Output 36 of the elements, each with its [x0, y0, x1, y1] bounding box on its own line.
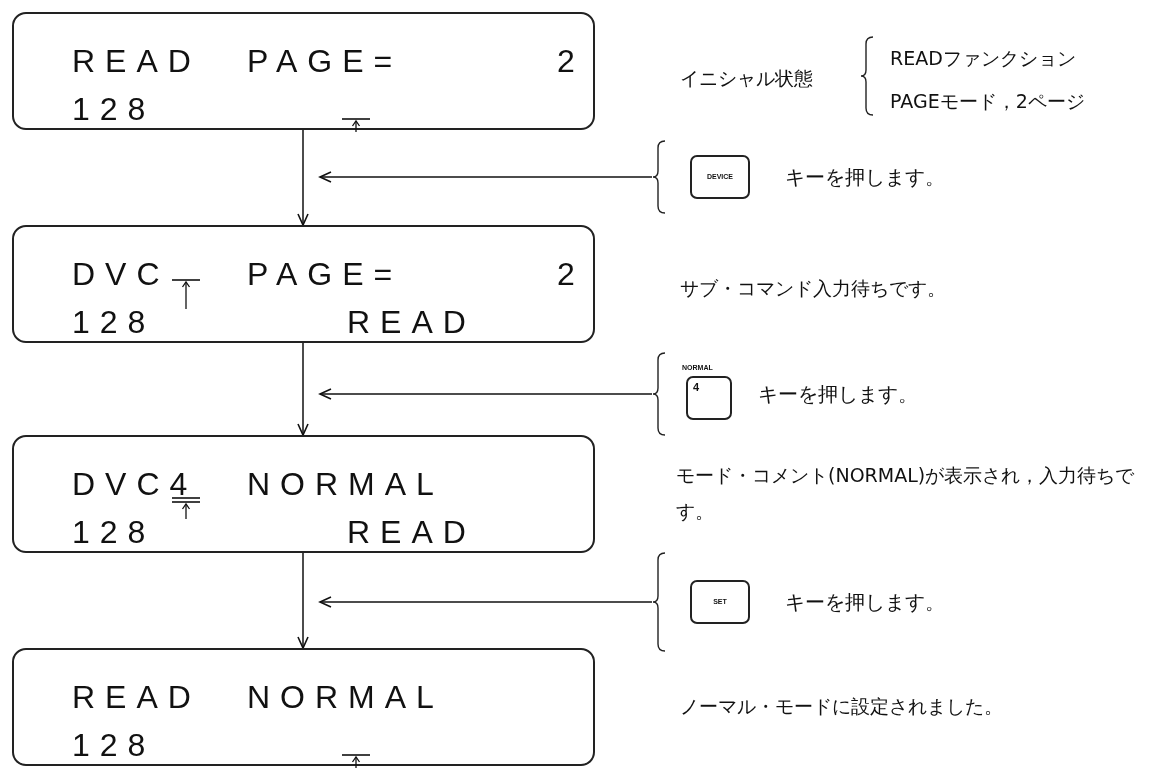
- display-text: READ: [347, 306, 476, 338]
- arrow: [297, 552, 309, 649]
- lcd-display: [12, 12, 595, 130]
- display-text: READ: [72, 45, 201, 77]
- display-text: NORMAL: [247, 468, 444, 500]
- display-text: DVC4: [72, 468, 198, 500]
- display-text: NORMAL: [247, 681, 444, 713]
- arrow: [319, 596, 653, 608]
- display-text: 2: [557, 258, 585, 290]
- arrow: [319, 171, 653, 183]
- note-text: ノーマル・モードに設定されました。: [680, 694, 1003, 719]
- lcd-display: [12, 225, 595, 343]
- display-text: 128: [72, 729, 156, 761]
- keyboard-key: 4: [686, 376, 732, 420]
- lcd-display: [12, 648, 595, 766]
- instruction-text: キーを押します。: [785, 590, 945, 614]
- display-text: DVC: [72, 258, 170, 290]
- display-text: 2: [557, 45, 585, 77]
- lcd-display: [12, 435, 595, 553]
- instruction-text: キーを押します。: [785, 165, 945, 189]
- display-text: READ: [72, 681, 201, 713]
- display-text: 128: [72, 306, 156, 338]
- arrow: [319, 388, 653, 400]
- note-text: READファンクション: [890, 46, 1076, 71]
- note-text: モード・コメント(NORMAL)が表示され，入力待ちです。: [676, 463, 1136, 525]
- display-text: 128: [72, 93, 156, 125]
- display-text: PAGE=: [247, 45, 403, 77]
- arrow: [297, 342, 309, 436]
- note-text: サブ・コマンド入力待ちです。: [680, 276, 946, 301]
- instruction-text: キーを押します。: [758, 382, 918, 406]
- display-text: 128: [72, 516, 156, 548]
- note-text: PAGEモード，2ページ: [890, 89, 1085, 114]
- display-text: PAGE=: [247, 258, 403, 290]
- display-text: READ: [347, 516, 476, 548]
- state-label: イニシャル状態: [680, 66, 813, 91]
- arrow: [297, 129, 309, 226]
